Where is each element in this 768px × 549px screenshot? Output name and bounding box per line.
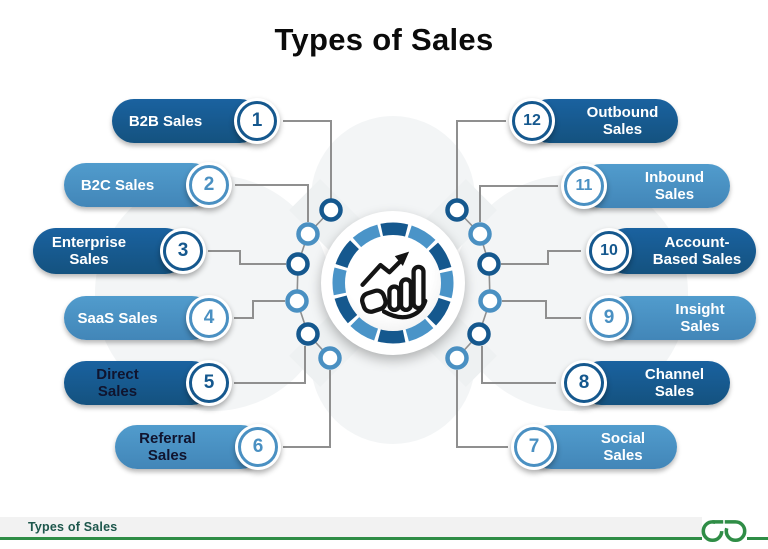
node-circle (467, 322, 491, 346)
badge-number: 1 (251, 110, 263, 131)
pill-label: Referral Sales (139, 430, 196, 464)
node-circle (318, 346, 342, 370)
badge-number: 4 (203, 307, 215, 328)
node-circle (445, 346, 469, 370)
badge-1: 1 (234, 98, 280, 144)
pill-label: B2B Sales (128, 112, 203, 130)
badge-number: 6 (252, 436, 264, 457)
badge-2: 2 (186, 162, 232, 208)
badge-8: 8 (561, 360, 607, 406)
badge-5: 5 (186, 360, 232, 406)
badge-3: 3 (160, 228, 206, 274)
node-circle (468, 222, 492, 246)
badge-6: 6 (235, 424, 281, 470)
pill-label: Inbound Sales (644, 169, 705, 203)
hand-holding-growth-chart-icon (360, 251, 428, 320)
badge-12: 12 (509, 98, 555, 144)
node-circle (478, 289, 502, 313)
footer-green-line-right (747, 537, 768, 541)
pill-label: Insight Sales (675, 301, 725, 335)
footer-green-line (0, 537, 702, 541)
node-circle (445, 198, 469, 222)
badge-number: 5 (203, 372, 215, 393)
badge-number: 10 (600, 242, 618, 259)
pill-label: Social Sales (600, 430, 646, 464)
node-circle (286, 252, 310, 276)
pill-label: Outbound Sales (586, 104, 659, 138)
badge-7: 7 (511, 424, 557, 470)
badge-10: 10 (586, 228, 632, 274)
badge-number: 7 (528, 436, 540, 457)
badge-number: 2 (203, 174, 215, 195)
central-hub (321, 211, 465, 355)
pill-label: B2C Sales (80, 176, 155, 194)
node-circle (296, 322, 320, 346)
geeksforgeeks-logo-icon (701, 520, 747, 543)
connector-lines (208, 120, 581, 448)
segmented-ring (332, 222, 454, 344)
node-circle (296, 222, 320, 246)
badge-number: 11 (575, 177, 593, 194)
pill-label: SaaS Sales (77, 309, 158, 327)
node-circle (477, 252, 501, 276)
badge-4: 4 (186, 295, 232, 341)
page-title: Types of Sales (274, 22, 494, 57)
central-hub-inner (345, 235, 441, 331)
badge-11: 11 (561, 163, 607, 209)
pill-label: Channel Sales (644, 366, 705, 400)
footer-bar: Types of Sales (0, 517, 702, 537)
pill-label: Account-Based Sales (652, 234, 742, 268)
badge-number: 9 (603, 307, 615, 328)
badge-9: 9 (586, 295, 632, 341)
pill-b2c-sales: B2C Sales (64, 163, 214, 207)
pill-label: Direct Sales (96, 366, 139, 400)
pill-enterprise-sales: Enterprise Sales (33, 228, 188, 274)
pill-label: Enterprise Sales (51, 234, 127, 268)
timeline-nodes (285, 198, 502, 370)
badge-number: 8 (578, 372, 590, 393)
pill-insight-sales: Insight Sales (604, 296, 756, 340)
node-circle (285, 289, 309, 313)
pill-referral-sales: Referral Sales (115, 425, 263, 469)
pill-account-based-sales: Account-Based Sales (604, 228, 756, 274)
badge-number: 12 (523, 112, 541, 129)
footer-title: Types of Sales (28, 520, 118, 534)
badge-number: 3 (177, 240, 189, 261)
node-circle (319, 198, 343, 222)
